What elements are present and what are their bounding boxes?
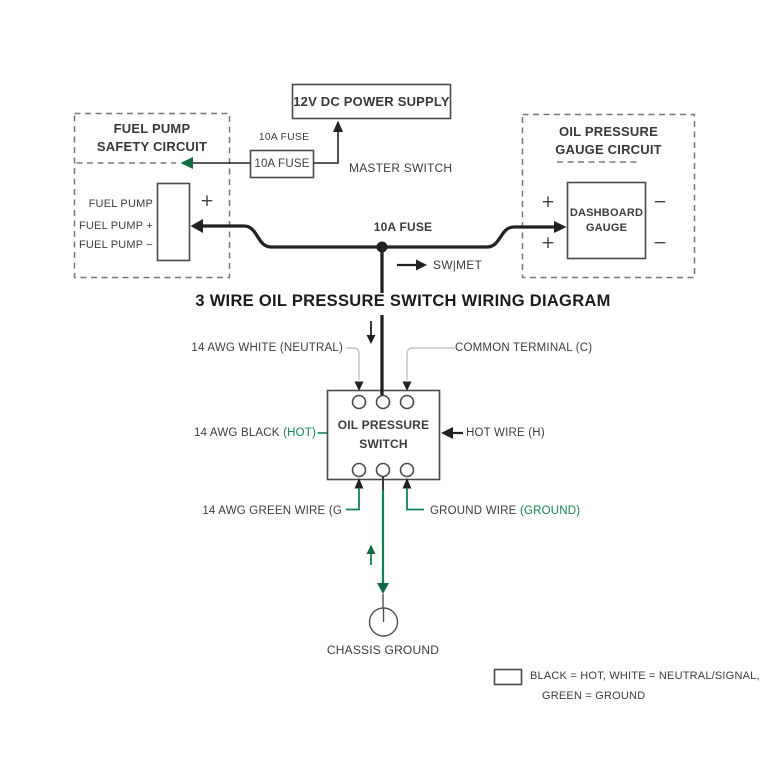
leader-common-terminal xyxy=(406,347,455,380)
flow-note-text: SW|MET xyxy=(433,258,482,272)
ground-wire-prefix: GROUND WIRE xyxy=(430,505,520,517)
legend-line1: BLACK = HOT, WHITE = NEUTRAL/SIGNAL, xyxy=(530,670,760,682)
legend-line2: GREEN = GROUND xyxy=(542,690,646,702)
gauge-minus-bottom: − xyxy=(652,233,668,253)
green-wire-label: 14 AWG GREEN WIRE (G xyxy=(202,505,342,517)
arrowhead-hot-wire-icon xyxy=(441,427,453,439)
dashboard-gauge-line1: DASHBOARD xyxy=(569,206,644,219)
flow-up-arrow-icon xyxy=(366,544,376,554)
arrowhead-left-green-icon xyxy=(180,157,193,169)
main-wire-left xyxy=(201,224,380,249)
arrowhead-to-chassis-icon xyxy=(377,583,389,594)
flow-note-arrow-icon xyxy=(416,259,427,271)
dashboard-gauge-line2: GAUGE xyxy=(585,221,628,234)
terminal-top-1 xyxy=(351,394,367,410)
terminal-top-3 xyxy=(399,394,415,410)
fuel-circuit-title-line1: FUEL PUMP xyxy=(113,121,191,136)
arrowhead-into-fuel-pump-icon xyxy=(190,219,203,233)
flow-down-arrow-icon xyxy=(366,335,376,344)
hot-wire-label: HOT WIRE (H) xyxy=(466,427,545,439)
oil-pressure-switch-label: OIL PRESSURE SWITCH xyxy=(327,390,440,480)
ground-wire-suffix: (GROUND) xyxy=(519,505,581,517)
ground-wire-leader-right xyxy=(406,488,424,511)
arrowhead-bottom-terminal1-icon xyxy=(354,478,364,489)
arrowhead-terminal3-icon xyxy=(402,381,412,391)
dashboard-gauge-box xyxy=(566,181,647,260)
power-supply-text: 12V DC POWER SUPPLY xyxy=(293,93,450,109)
junction-fuse-label: 10A FUSE xyxy=(373,220,433,234)
arrowhead-into-gauge-icon xyxy=(554,221,567,233)
legend-swatch-box xyxy=(493,668,523,686)
black-hot-suffix: (HOT) xyxy=(283,427,316,439)
arrowhead-bottom-terminal3-icon xyxy=(402,478,412,489)
terminal-bottom-3 xyxy=(399,462,415,478)
ground-wire-label: GROUND WIRE (GROUND) xyxy=(430,503,580,519)
fuel-pump-terminal-label-3: FUEL PUMP − xyxy=(78,239,153,251)
gauge-plus-top: + xyxy=(540,192,556,212)
switch-label-line1: OIL PRESSURE xyxy=(337,418,430,432)
terminal-bottom-1 xyxy=(351,462,367,478)
green-wire-leader-left xyxy=(346,488,360,511)
gauge-circuit-title-line1: OIL PRESSURE xyxy=(559,124,658,139)
fuel-pump-plus-sign: + xyxy=(199,191,215,211)
fuse-floating-label: 10A FUSE xyxy=(258,131,310,143)
terminal-top-2 xyxy=(375,394,391,410)
dashboard-gauge-label: DASHBOARD GAUGE xyxy=(567,182,646,259)
fuel-pump-box xyxy=(156,182,191,262)
fuel-circuit-title-line2: SAFETY CIRCUIT xyxy=(96,139,208,154)
common-terminal-label: COMMON TERMINAL (C) xyxy=(455,342,593,354)
fuse-box xyxy=(249,149,315,179)
diagram-title: 3 WIRE OIL PRESSURE SWITCH WIRING DIAGRA… xyxy=(195,292,611,310)
arrowhead-terminal1-icon xyxy=(354,381,364,391)
power-supply-box xyxy=(291,83,452,120)
gauge-plus-bottom: + xyxy=(540,233,556,253)
fuel-pump-terminal-label-2: FUEL PUMP + xyxy=(78,220,153,232)
fuel-pump-terminal-label-1: FUEL PUMP xyxy=(88,198,153,210)
switch-label-line2: SWITCH xyxy=(359,437,408,451)
gauge-circuit-title-line2: GAUGE CIRCUIT xyxy=(555,142,662,157)
main-wire-right xyxy=(382,225,555,249)
fuse-box-label: 10A FUSE xyxy=(250,150,314,178)
power-supply-label: 12V DC POWER SUPPLY xyxy=(292,84,451,119)
black-hot-label: 14 AWG BLACK (HOT) xyxy=(194,425,316,441)
chassis-ground-label: CHASSIS GROUND xyxy=(326,643,440,657)
black-hot-prefix: 14 AWG BLACK xyxy=(193,427,284,439)
gauge-minus-top: − xyxy=(652,192,668,212)
fuse-to-power-wire xyxy=(314,131,339,164)
master-switch-label: MASTER SWITCH xyxy=(349,161,453,175)
arrowhead-up-icon xyxy=(333,120,343,132)
leader-white-neutral xyxy=(346,347,360,380)
white-neutral-label: 14 AWG WHITE (NEUTRAL) xyxy=(191,342,343,354)
gauge-circuit-dashed-box xyxy=(521,113,696,279)
fuel-circuit-title: FUEL PUMP SAFETY CIRCUIT xyxy=(74,119,230,157)
fuse-box-text: 10A FUSE xyxy=(254,158,310,170)
gauge-circuit-title: OIL PRESSURE GAUGE CIRCUIT xyxy=(522,122,695,160)
fuel-pump-circuit-dashed-box xyxy=(73,112,231,279)
